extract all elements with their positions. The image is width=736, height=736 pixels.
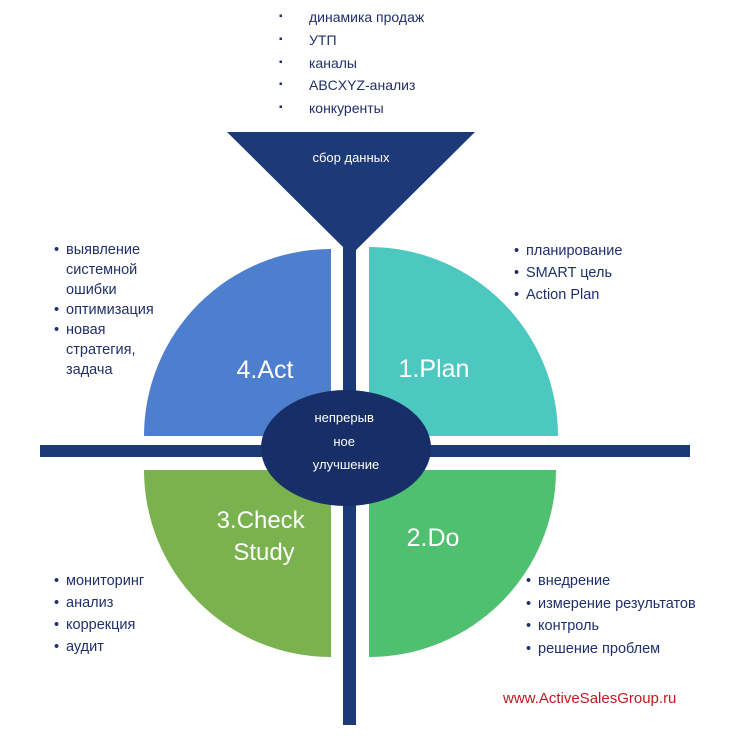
top-bullet-list: динамика продаж УТП каналы ABCXYZ-анализ… — [279, 6, 424, 120]
data-collection-funnel — [227, 132, 475, 255]
list-item: коррекция — [54, 614, 144, 636]
list-item: контроль — [526, 615, 696, 638]
list-item: каналы — [279, 52, 424, 75]
plan-title: 1.Plan — [399, 355, 470, 383]
check-bullet-list: мониторинг анализ коррекция аудит — [54, 570, 144, 658]
list-item: SMART цель — [514, 262, 622, 284]
list-item: внедрение — [526, 570, 696, 593]
do-title: 2.Do — [407, 524, 460, 552]
act-bullet-list: выявление системной ошибки оптимизация н… — [54, 240, 176, 380]
check-study-quadrant — [144, 470, 331, 657]
website-link[interactable]: www.ActiveSalesGroup.ru — [503, 690, 677, 707]
list-item: ABCXYZ-анализ — [279, 74, 424, 97]
center-label: непрерыв ное улучшение — [313, 410, 379, 472]
do-quadrant — [369, 470, 556, 657]
list-item: планирование — [514, 240, 622, 262]
center-label-line: непрерыв — [314, 410, 373, 425]
list-item: УТП — [279, 29, 424, 52]
list-item: измерение результатов — [526, 593, 696, 616]
list-item: конкуренты — [279, 97, 424, 120]
check-study-title: 3.Check Study — [217, 507, 312, 566]
list-item: Action Plan — [514, 284, 622, 306]
list-item: мониторинг — [54, 570, 144, 592]
list-item: оптимизация — [54, 300, 176, 320]
list-item: динамика продаж — [279, 6, 424, 29]
funnel-label: сбор данных — [312, 150, 390, 165]
center-label-line: улучшение — [313, 457, 379, 472]
plan-bullet-list: планирование SMART цель Action Plan — [514, 240, 622, 306]
act-title: 4.Act — [237, 356, 294, 384]
center-label-line: ное — [333, 434, 355, 449]
list-item: выявление системной ошибки — [54, 240, 176, 300]
act-quadrant — [144, 249, 331, 436]
plan-quadrant — [369, 247, 558, 436]
do-bullet-list: внедрение измерение результатов контроль… — [526, 570, 696, 660]
center-ellipse — [261, 390, 431, 506]
list-item: аудит — [54, 636, 144, 658]
list-item: новая стратегия, задача — [54, 320, 176, 380]
list-item: решение проблем — [526, 638, 696, 661]
list-item: анализ — [54, 592, 144, 614]
